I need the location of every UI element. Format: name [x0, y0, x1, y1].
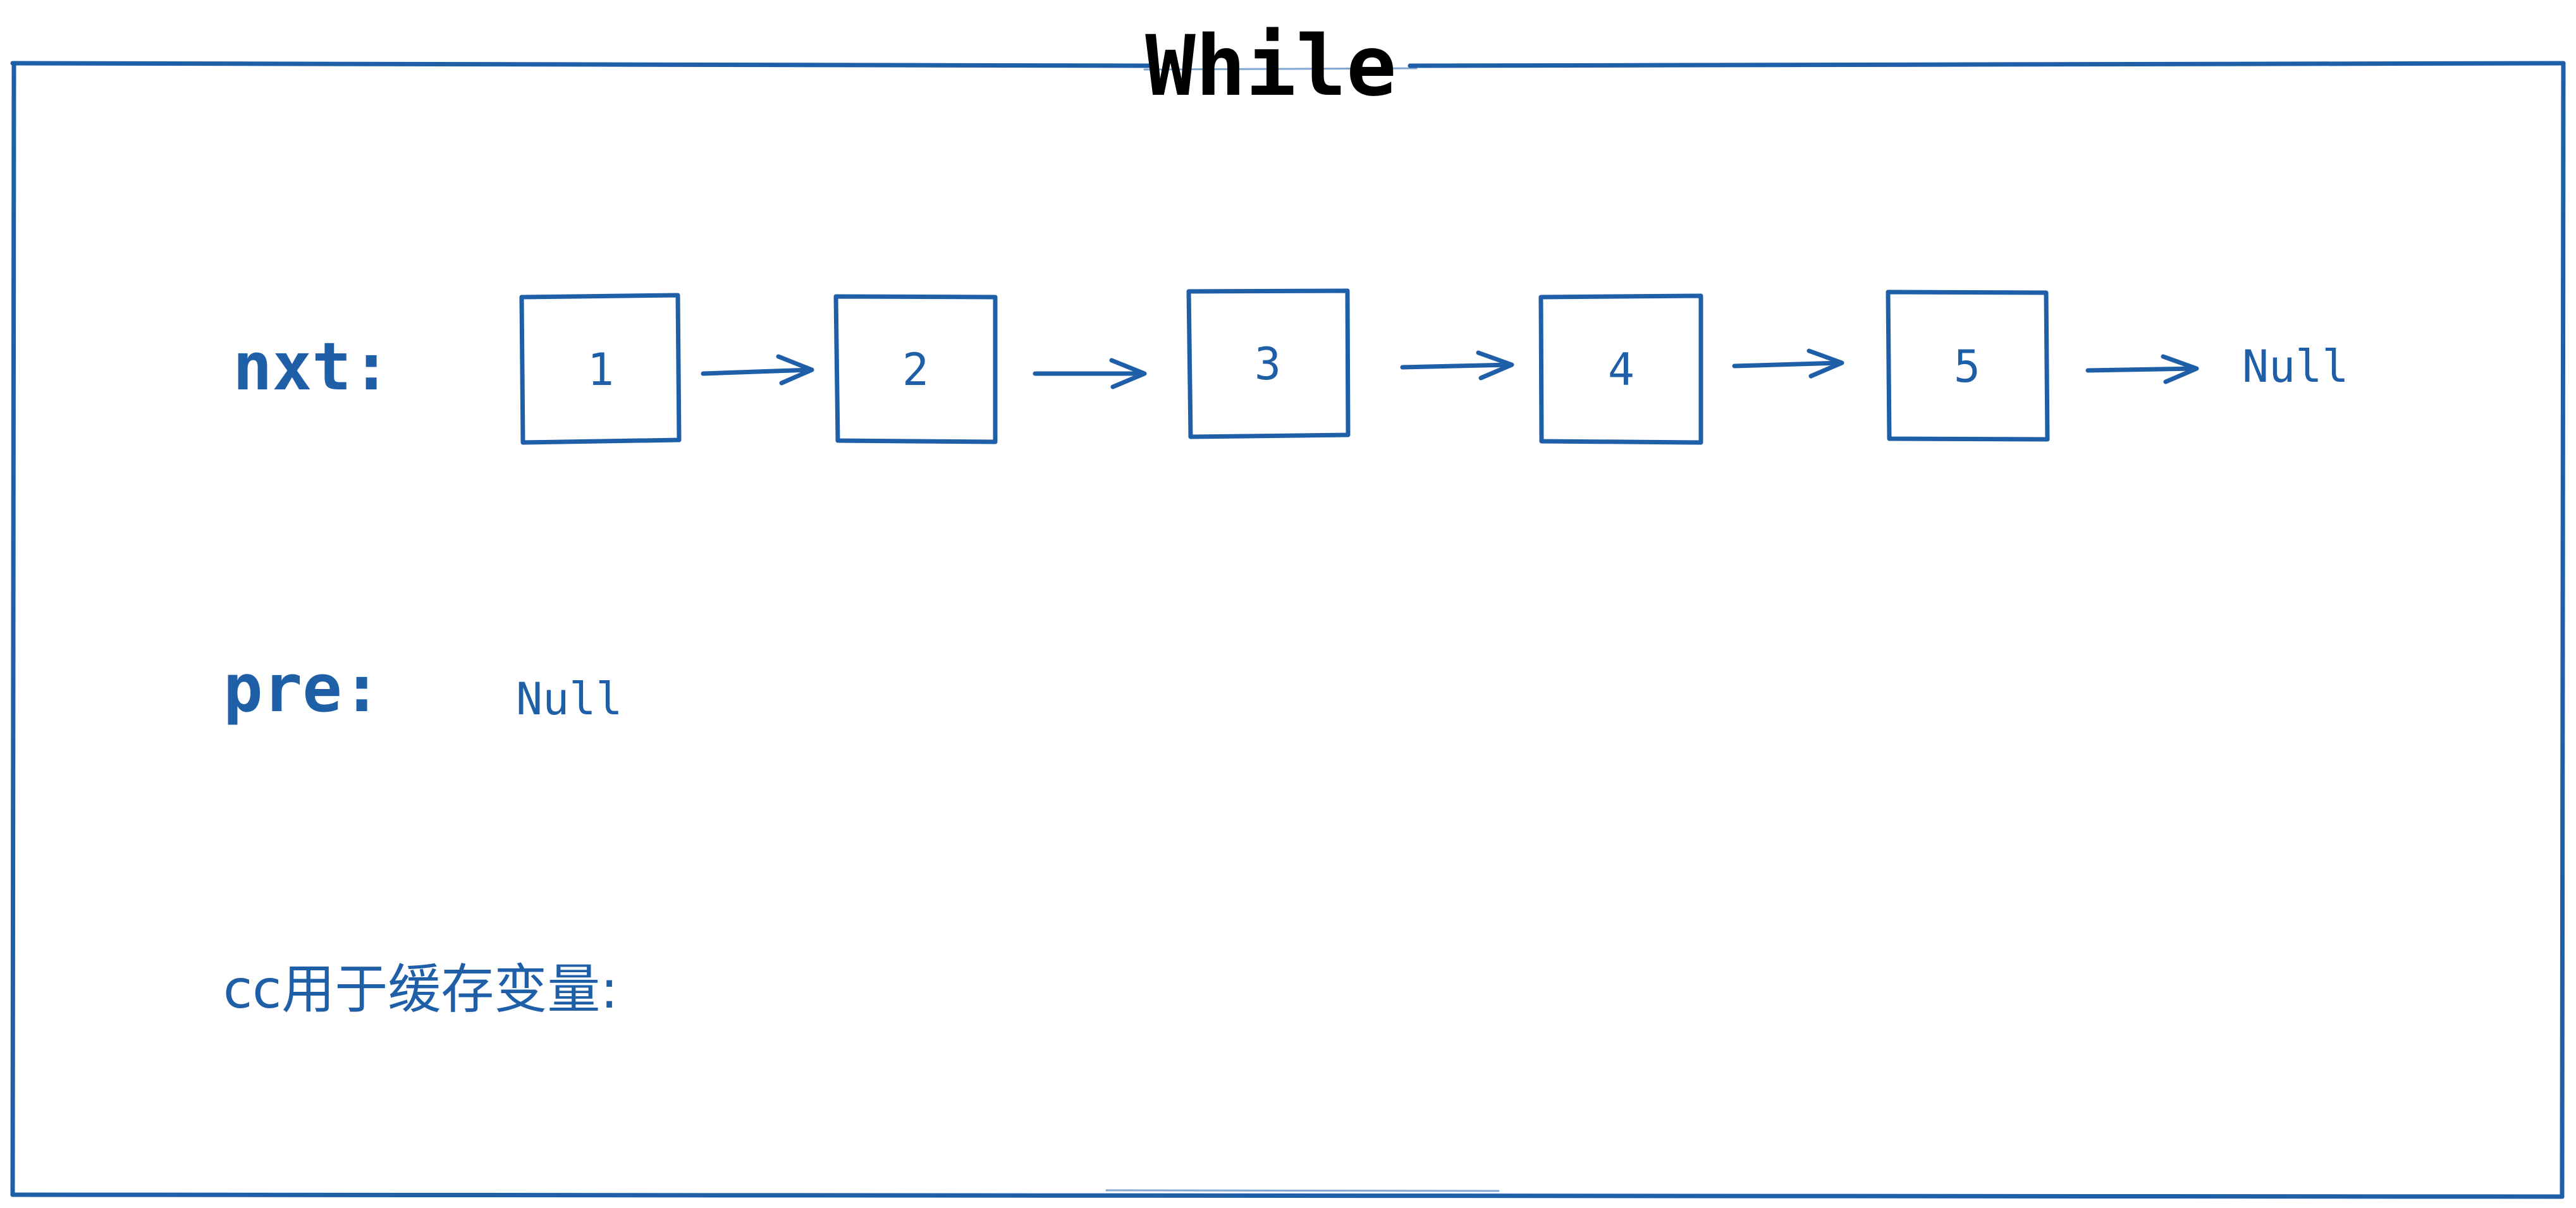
- linked-list: 1 2 3 4 5: [519, 288, 2349, 445]
- list-node: 5: [1886, 290, 2050, 442]
- arrow: [2085, 354, 2199, 384]
- arrow: [1400, 350, 1514, 381]
- list-node: 2: [833, 294, 998, 444]
- arrow: [1732, 348, 1844, 379]
- node-value: 5: [1954, 341, 1980, 393]
- node-value: 4: [1608, 344, 1635, 396]
- pre-label: pre:: [223, 650, 381, 727]
- nxt-label: nxt:: [233, 328, 391, 405]
- nxt-null-terminal: Null: [2242, 341, 2349, 393]
- node-value: 3: [1254, 338, 1281, 390]
- list-node: 1: [519, 293, 682, 445]
- list-node: 4: [1538, 293, 1703, 445]
- outer-frame: [10, 61, 2566, 1199]
- arrow: [701, 354, 814, 386]
- node-value: 2: [902, 344, 929, 396]
- node-value: 1: [587, 344, 614, 396]
- pre-null-value: Null: [516, 673, 623, 725]
- diagram-title: While: [1145, 18, 1396, 115]
- list-node: 3: [1186, 288, 1351, 439]
- cache-label: cc用于缓存变量:: [223, 958, 618, 1020]
- arrow: [1033, 358, 1147, 389]
